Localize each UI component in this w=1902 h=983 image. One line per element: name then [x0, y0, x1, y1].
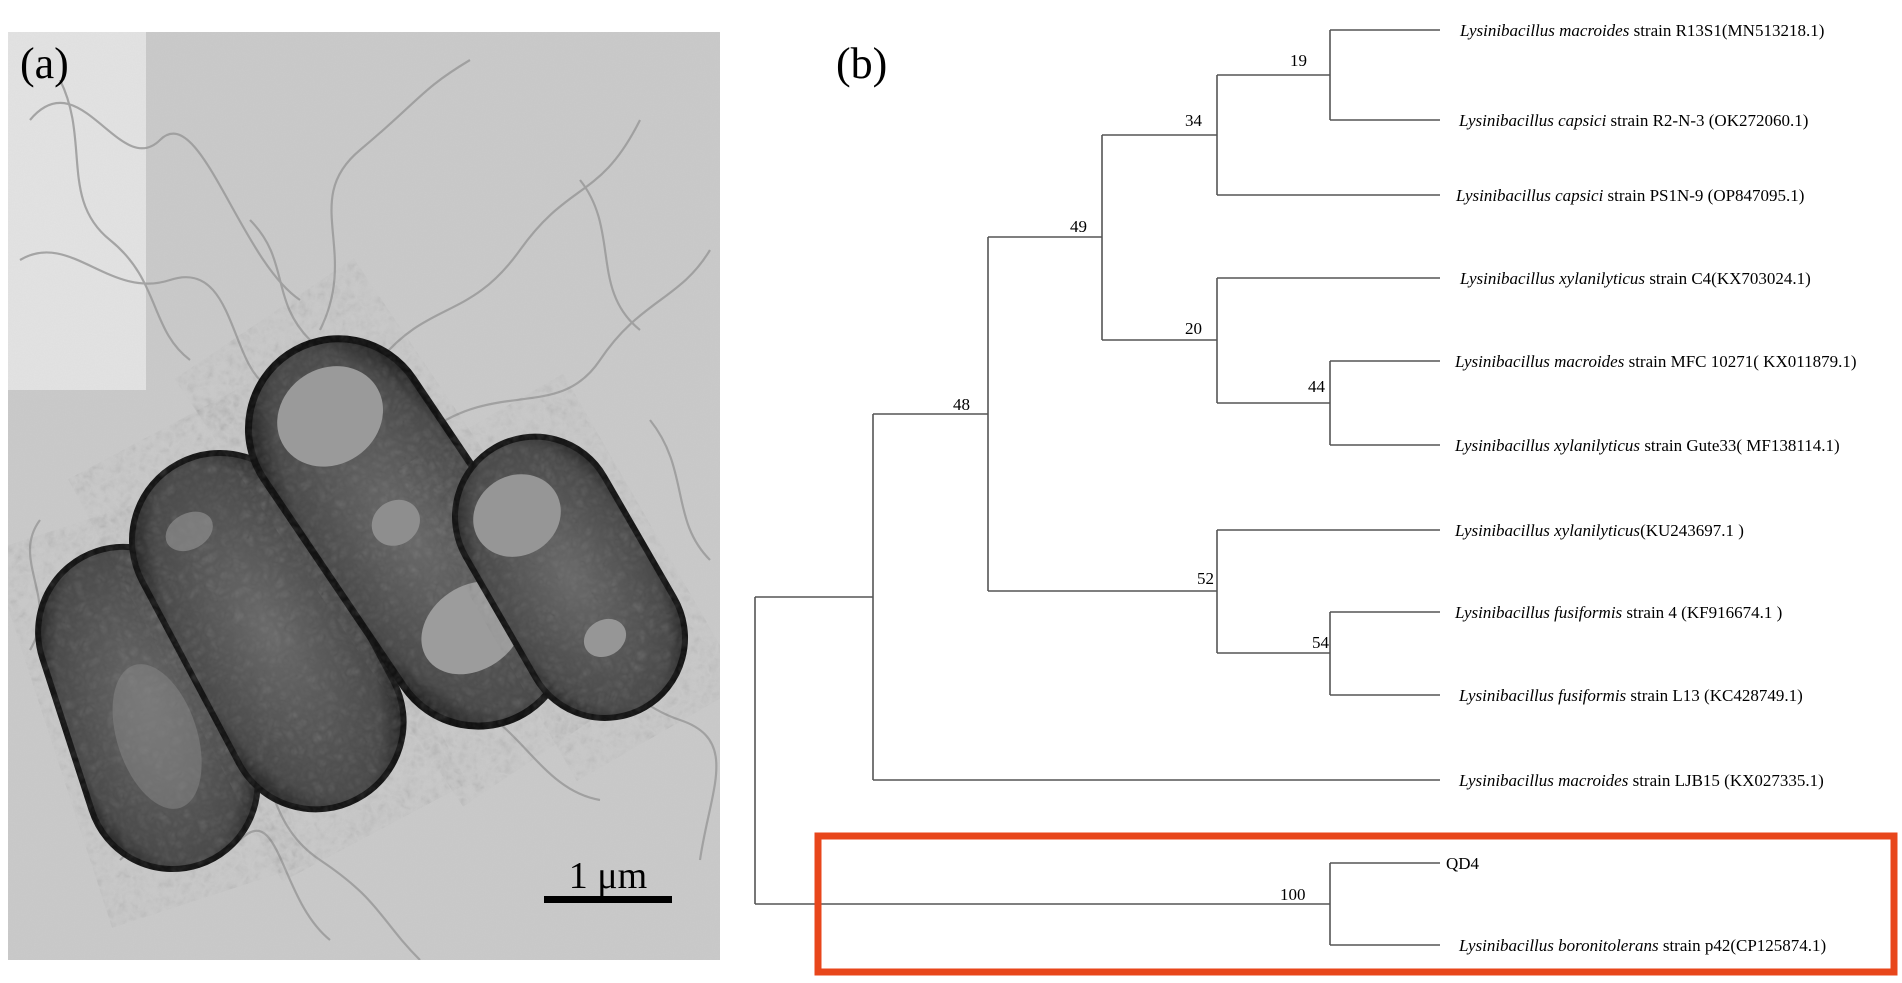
- leaf-label-3: Lysinibacillus capsici strain PS1N-9 (OP…: [1455, 186, 1804, 205]
- leaf-label-10: Lysinibacillus macroides strain LJB15 (K…: [1458, 771, 1824, 790]
- scale-bar: 1 μm: [544, 855, 672, 903]
- panel-a-label: (a): [20, 39, 69, 88]
- bootstrap-49: 49: [1070, 217, 1087, 236]
- bootstrap-20: 20: [1185, 319, 1202, 338]
- leaf-label-8: Lysinibacillus fusiformis strain 4 (KF91…: [1454, 603, 1782, 622]
- bootstrap-54: 54: [1312, 633, 1330, 652]
- highlight-box: [814, 832, 1898, 976]
- leaf-label-12: Lysinibacillus boronitolerans strain p42…: [1458, 936, 1826, 955]
- bootstrap-52: 52: [1197, 569, 1214, 588]
- phylogenetic-tree-panel: (b) 19 34 44 20 49 54 52 48 100 Lysinibacillus m…: [720, 0, 1902, 978]
- scale-bar-label: 1 μm: [569, 855, 647, 897]
- leaf-label-6: Lysinibacillus xylanilyticus strain Gute…: [1454, 436, 1840, 455]
- bootstrap-19: 19: [1290, 51, 1307, 70]
- leaf-label-11: QD4: [1446, 854, 1480, 873]
- bootstrap-100: 100: [1280, 885, 1306, 904]
- cell-3: [244, 335, 572, 730]
- leaf-label-9: Lysinibacillus fusiformis strain L13 (KC…: [1458, 686, 1803, 705]
- bootstrap-48: 48: [953, 395, 970, 414]
- panel-b-label: (b): [836, 39, 887, 88]
- leaf-label-2: Lysinibacillus capsici strain R2-N-3 (OK…: [1458, 111, 1808, 130]
- leaf-label-4: Lysinibacillus xylanilyticus strain C4(K…: [1459, 269, 1811, 288]
- micrograph-image: [8, 32, 720, 960]
- scale-bar-line: [544, 896, 672, 903]
- leaf-labels: Lysinibacillus macroides strain R13S1(MN…: [1446, 21, 1857, 955]
- bootstrap-34: 34: [1185, 111, 1203, 130]
- tree-branches: [754, 29, 1440, 946]
- leaf-label-7: Lysinibacillus xylanilyticus(KU243697.1 …: [1454, 521, 1744, 540]
- cell-4: [452, 433, 688, 721]
- bootstrap-values: 19 34 44 20 49 54 52 48 100: [953, 51, 1330, 904]
- micrograph-panel: (a) 1 μm: [0, 0, 720, 978]
- leaf-label-1: Lysinibacillus macroides strain R13S1(MN…: [1459, 21, 1824, 40]
- leaf-label-5: Lysinibacillus macroides strain MFC 1027…: [1454, 352, 1857, 371]
- bacteria-cells: [35, 335, 688, 873]
- bootstrap-44: 44: [1308, 377, 1326, 396]
